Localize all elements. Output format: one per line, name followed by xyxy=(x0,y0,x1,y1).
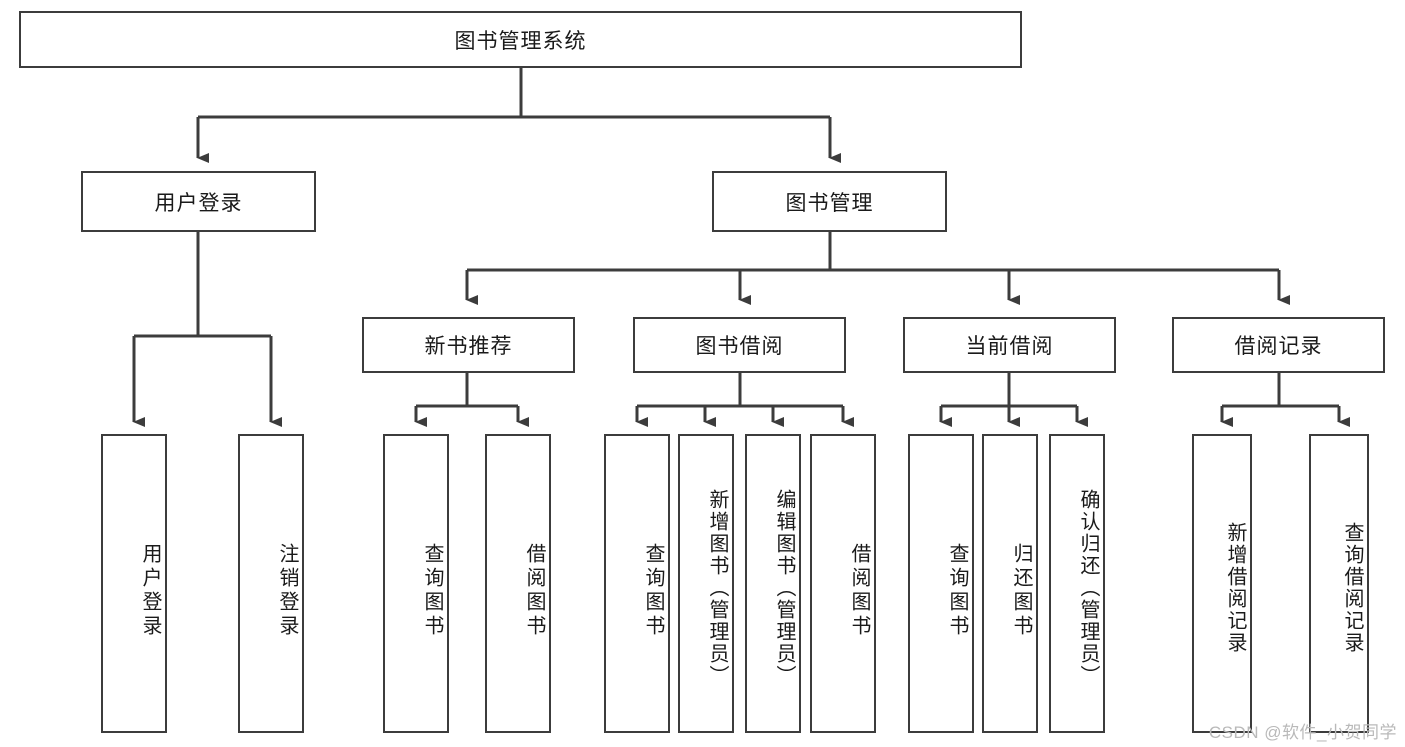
node-label: 查询图书 xyxy=(946,542,968,639)
node-label: 编辑图书（管理员） xyxy=(773,488,795,687)
node-label: 查询图书 xyxy=(421,542,443,639)
node-borrow-record[interactable]: 借阅记录 xyxy=(1172,317,1385,373)
leaf-book-borrow-borrow[interactable]: 借阅图书 xyxy=(810,434,876,733)
node-new-book-recommend[interactable]: 新书推荐 xyxy=(362,317,575,373)
node-label: 图书管理系统 xyxy=(454,29,587,53)
node-label: 新增借阅记录 xyxy=(1224,521,1246,654)
leaf-new-book-borrow[interactable]: 借阅图书 xyxy=(485,434,551,733)
leaf-borrow-record-query[interactable]: 查询借阅记录 xyxy=(1309,434,1369,733)
node-label: 图书管理 xyxy=(785,191,874,215)
node-label: 当前借阅 xyxy=(965,335,1054,358)
leaf-current-borrow-return[interactable]: 归还图书 xyxy=(982,434,1038,733)
node-user-login[interactable]: 用户登录 xyxy=(81,171,316,232)
node-current-borrow[interactable]: 当前借阅 xyxy=(903,317,1116,373)
leaf-current-borrow-query[interactable]: 查询图书 xyxy=(908,434,974,733)
leaf-user-login-signin[interactable]: 用户登录 xyxy=(101,434,167,733)
node-label: 归还图书 xyxy=(1010,542,1032,639)
csdn-watermark: CSDN @软件_小贺同学 xyxy=(1208,723,1397,742)
node-label: 借阅记录 xyxy=(1234,335,1323,358)
node-label: 用户登录 xyxy=(154,191,243,215)
leaf-user-login-signout[interactable]: 注销登录 xyxy=(238,434,304,733)
leaf-book-borrow-add[interactable]: 新增图书（管理员） xyxy=(678,434,734,733)
leaf-book-borrow-edit[interactable]: 编辑图书（管理员） xyxy=(745,434,801,733)
leaf-borrow-record-add[interactable]: 新增借阅记录 xyxy=(1192,434,1252,733)
node-label: 借阅图书 xyxy=(848,542,870,639)
node-label: 查询图书 xyxy=(642,542,664,639)
node-label: 确认归还（管理员） xyxy=(1077,488,1099,687)
node-label: 借阅图书 xyxy=(523,542,545,639)
node-book-borrow[interactable]: 图书借阅 xyxy=(633,317,846,373)
node-label: 新增图书（管理员） xyxy=(706,488,728,687)
node-label: 新书推荐 xyxy=(424,335,513,358)
leaf-new-book-query[interactable]: 查询图书 xyxy=(383,434,449,733)
leaf-current-borrow-confirm-return[interactable]: 确认归还（管理员） xyxy=(1049,434,1105,733)
node-root-system[interactable]: 图书管理系统 xyxy=(19,11,1022,68)
node-book-management[interactable]: 图书管理 xyxy=(712,171,947,232)
node-label: 用户登录 xyxy=(139,542,161,639)
node-label: 查询借阅记录 xyxy=(1341,521,1363,654)
node-label: 图书借阅 xyxy=(695,335,784,358)
node-label: 注销登录 xyxy=(276,542,298,639)
leaf-book-borrow-query[interactable]: 查询图书 xyxy=(604,434,670,733)
